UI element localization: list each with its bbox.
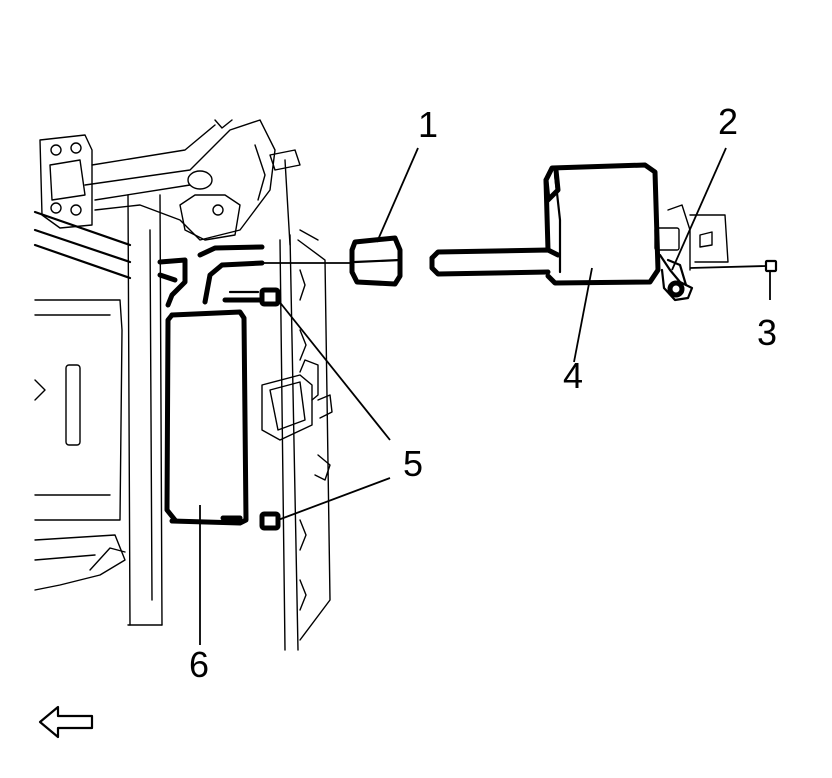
clamp-part-1	[349, 235, 403, 287]
bolt-part-3	[689, 259, 778, 300]
insulator-part-5	[259, 287, 281, 531]
vehicle-chassis-lineart	[33, 119, 729, 651]
resonator-pipe-part-6	[157, 244, 265, 526]
left-arrow-icon	[38, 705, 94, 739]
callout-1: 1	[418, 104, 438, 145]
hanger-part-2	[666, 258, 688, 287]
muffler-part-4	[429, 162, 694, 302]
callout-5: 5	[403, 443, 423, 484]
callout-3: 3	[757, 312, 777, 353]
callout-4: 4	[563, 355, 583, 396]
leader-lines	[199, 147, 727, 645]
callout-2: 2	[718, 101, 738, 142]
callout-6: 6	[189, 644, 209, 685]
